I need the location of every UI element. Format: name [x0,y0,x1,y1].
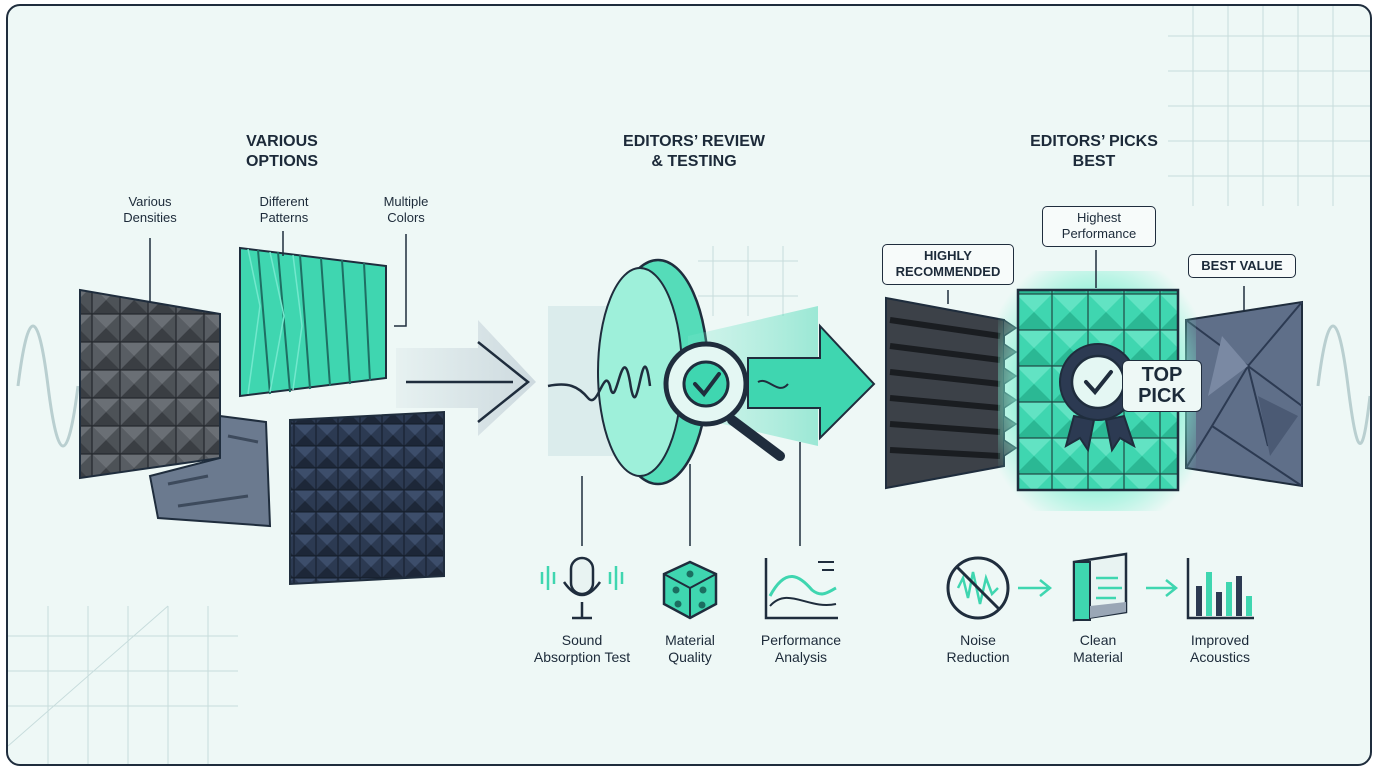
top-pick-badge: TOP PICK [1122,360,1202,412]
title-editors-review: EDITORS’ REVIEW & TESTING [623,133,765,170]
benefit-arrow-2 [1146,579,1179,597]
benefit-noise-reduction: Noise Reduction [946,632,1010,666]
callout-various-densities: Various Densities [123,194,177,225]
magnifier-check-icon [663,341,785,461]
panel-gray-wedge [148,414,272,528]
tag-highest-performance: Highest Performance [1042,206,1156,247]
diagram-artwork [8,6,1370,764]
noise-slash-icon [946,556,1010,620]
benefit-clean-material: Clean Material [1073,632,1123,666]
performance-chart-icon [764,558,838,620]
bar-chart-icon [1186,558,1254,620]
material-cube-icon [662,560,718,620]
microphone-icon [540,556,624,620]
panel-gray-pyramid [79,288,221,480]
clean-material-icon [1072,552,1128,622]
step-material-quality: Material Quality [665,632,715,666]
diagram-frame: VARIOUS OPTIONS EDITORS’ REVIEW & TESTIN… [6,4,1372,766]
callout-different-patterns: Different Patterns [259,194,309,225]
picks-callout-lines [947,250,1245,312]
right-wave [1316,324,1370,445]
left-wave [16,324,80,448]
tag-highly-recommended: HIGHLY RECOMMENDED [882,244,1014,285]
title-various-options: VARIOUS OPTIONS [245,133,318,170]
tag-best-value: BEST VALUE [1188,254,1296,279]
review-callout-lines [581,442,801,546]
benefit-arrow-1 [1018,579,1053,597]
flow-arrow-1 [396,320,536,436]
panel-teal-pattern [239,246,387,398]
flow-arrow-2 [747,323,876,441]
step-performance-analysis: Performance Analysis [760,632,842,666]
panel-navy-pyramid [289,410,445,586]
title-editors-picks: EDITORS’ PICKS BEST [1030,133,1158,170]
background-grid [8,6,1370,764]
step-sound-absorption: Sound Absorption Test [533,632,631,666]
ribbon-badge-icon [1059,343,1137,453]
panel-best-value [1185,300,1303,488]
sound-wave [547,365,652,402]
callout-multiple-colors: Multiple Colors [383,194,429,225]
benefit-improved-acoustics: Improved Acoustics [1190,632,1250,666]
panel-recommended [885,296,1018,490]
callout-line-colors [394,234,407,327]
